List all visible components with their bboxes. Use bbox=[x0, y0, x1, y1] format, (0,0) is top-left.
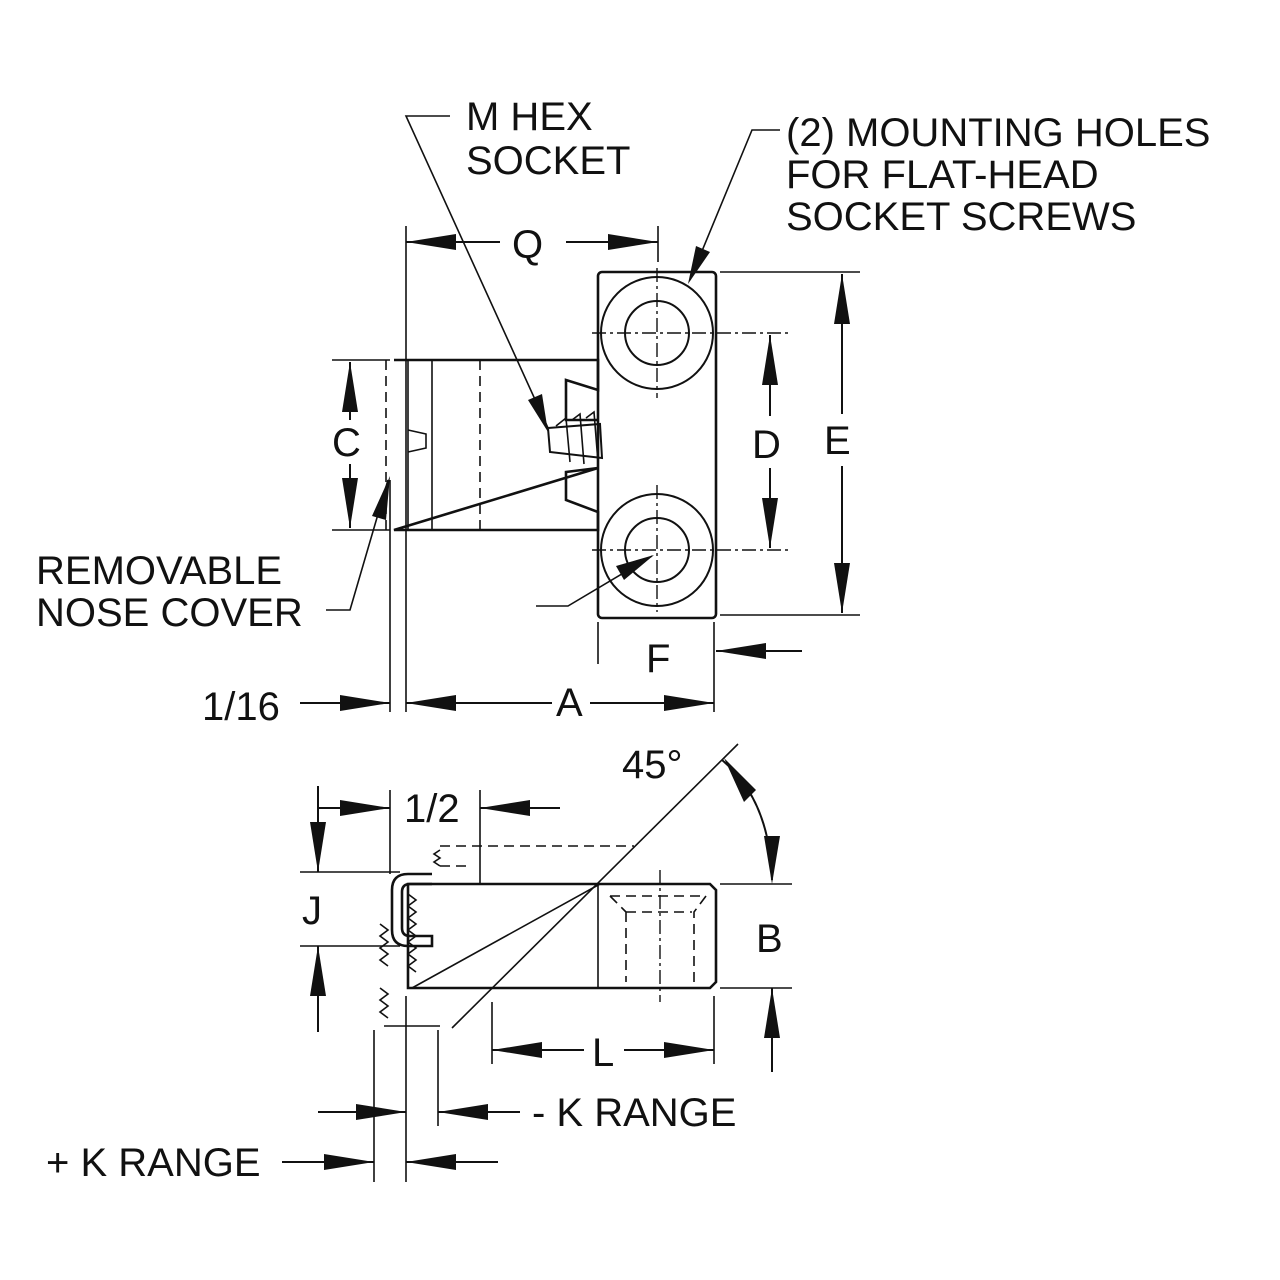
dimension-j: J bbox=[302, 786, 326, 1032]
removable-line1: REMOVABLE bbox=[36, 549, 282, 593]
mounting-holes-line3: SOCKET SCREWS bbox=[786, 195, 1136, 239]
leader-mounting-holes: (2) MOUNTING HOLES FOR FLAT-HEAD SOCKET … bbox=[688, 111, 1210, 284]
dim-q-label: Q bbox=[512, 223, 543, 267]
dimension-d: D bbox=[752, 335, 781, 548]
dim-d-label: D bbox=[752, 423, 781, 467]
dim-j-label: J bbox=[302, 889, 322, 933]
removable-line2: NOSE COVER bbox=[36, 591, 303, 635]
dim-l-label: L bbox=[592, 1031, 614, 1075]
dimension-f: F bbox=[646, 637, 802, 681]
dim-b-label: B bbox=[756, 917, 783, 961]
dimension-c: C bbox=[332, 362, 361, 528]
dimension-q: Q bbox=[406, 223, 658, 267]
dim-1-2-label: 1/2 bbox=[404, 787, 460, 831]
dim-1-16-label: 1/16 bbox=[202, 685, 280, 729]
dimension-a: A bbox=[406, 681, 714, 725]
dim-e-label: E bbox=[824, 419, 851, 463]
mounting-holes-line2: FOR FLAT-HEAD bbox=[786, 153, 1099, 197]
dim-a-label: A bbox=[556, 681, 583, 725]
dimension-1-16: 1/16 bbox=[202, 685, 390, 729]
minus-k-range-label: - K RANGE bbox=[532, 1091, 736, 1135]
dim-f-label: F bbox=[646, 637, 670, 681]
nose-cover-bracket bbox=[390, 872, 434, 948]
dimension-b: B bbox=[756, 917, 783, 1072]
clamp-body bbox=[393, 358, 600, 532]
dim-45-label: 45° bbox=[622, 743, 683, 787]
dimension-e: E bbox=[824, 274, 851, 613]
leader-removable-nose-cover: REMOVABLE NOSE COVER bbox=[36, 476, 390, 635]
side-body bbox=[406, 882, 718, 990]
dimension-minus-k-range: - K RANGE bbox=[318, 1091, 736, 1135]
m-hex-socket-line2: SOCKET bbox=[466, 139, 630, 183]
dimension-1-2: 1/2 bbox=[318, 787, 560, 831]
angle-45: 45° bbox=[622, 743, 780, 884]
hex-socket-screw bbox=[546, 410, 604, 465]
m-hex-socket-line1: M HEX bbox=[466, 95, 593, 139]
side-view: 45° 1/2 J bbox=[46, 743, 792, 1185]
plus-k-range-label: + K RANGE bbox=[46, 1141, 261, 1185]
dim-c-label: C bbox=[332, 421, 361, 465]
leader-m-hex-socket: M HEX SOCKET bbox=[404, 95, 630, 432]
top-view: Q C D E F bbox=[36, 95, 1210, 729]
dimension-l: L bbox=[492, 1031, 714, 1075]
leader-hole-bottom bbox=[536, 555, 654, 607]
dimension-plus-k-range: + K RANGE bbox=[46, 1141, 498, 1185]
mounting-holes-line1: (2) MOUNTING HOLES bbox=[786, 111, 1210, 155]
